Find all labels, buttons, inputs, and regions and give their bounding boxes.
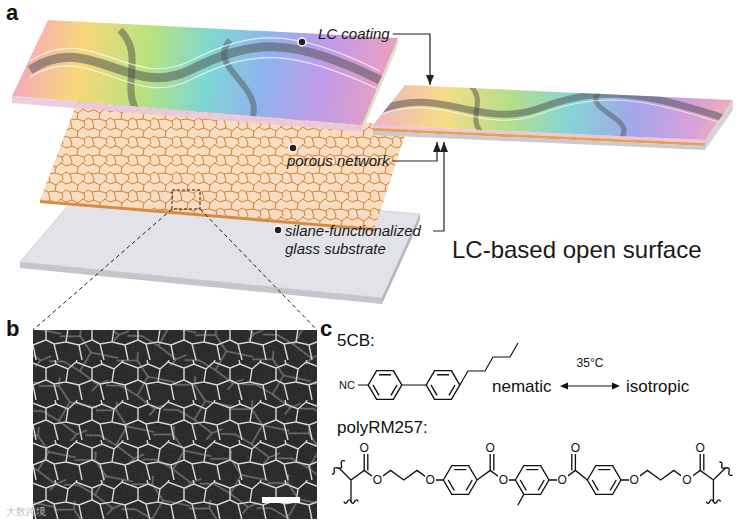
atom-label: O: [570, 442, 581, 454]
arrow-connector: [393, 34, 430, 85]
panel-letter: b: [6, 316, 19, 341]
temperature-label: 35°C: [577, 357, 604, 371]
layer-node: silane-functionalized glass substrate: [285, 222, 430, 258]
sem-image: [33, 330, 317, 519]
atom-label: O: [359, 442, 370, 454]
arrow-connector: [433, 142, 444, 231]
polyrm257-structure: [332, 454, 733, 506]
atom-label: O: [629, 474, 640, 486]
atom-label: NC: [339, 379, 355, 392]
compound-name: polyRM257:: [337, 418, 428, 438]
arrow-connector: [393, 142, 437, 161]
panel-letter: a: [6, 0, 18, 25]
marker-dots: [274, 38, 306, 234]
layer-node: LC-based open surface: [373, 85, 733, 142]
phase-label: isotropic: [626, 377, 689, 397]
layer-node: porous network: [287, 152, 390, 170]
atom-label: O: [557, 474, 568, 486]
zoom-lines: [33, 209, 317, 330]
layer-node: LC coating: [318, 25, 390, 43]
layer-label: porous network: [287, 152, 390, 170]
lc-coating-layer: [12, 20, 398, 132]
atom-label: O: [485, 442, 496, 454]
atom-label: O: [425, 474, 436, 486]
layer-label: LC-based open surface: [452, 236, 702, 264]
layer-label: LC coating: [318, 25, 390, 43]
atom-label: O: [498, 474, 509, 486]
zoom-box: [172, 190, 200, 209]
phase-label: nematic: [492, 377, 552, 397]
atom-label: O: [695, 442, 706, 454]
watermark: 大数跨境: [6, 506, 46, 518]
atom-label: O: [372, 474, 383, 486]
layer-label: silane-functionalized glass substrate: [285, 222, 430, 258]
compound-name: 5CB:: [337, 331, 375, 351]
assembled-stack: [373, 85, 733, 150]
scale-bar: [262, 497, 300, 503]
double-arrow: [560, 383, 620, 390]
panel-letter: c: [320, 316, 332, 341]
atom-label: O: [681, 474, 692, 486]
